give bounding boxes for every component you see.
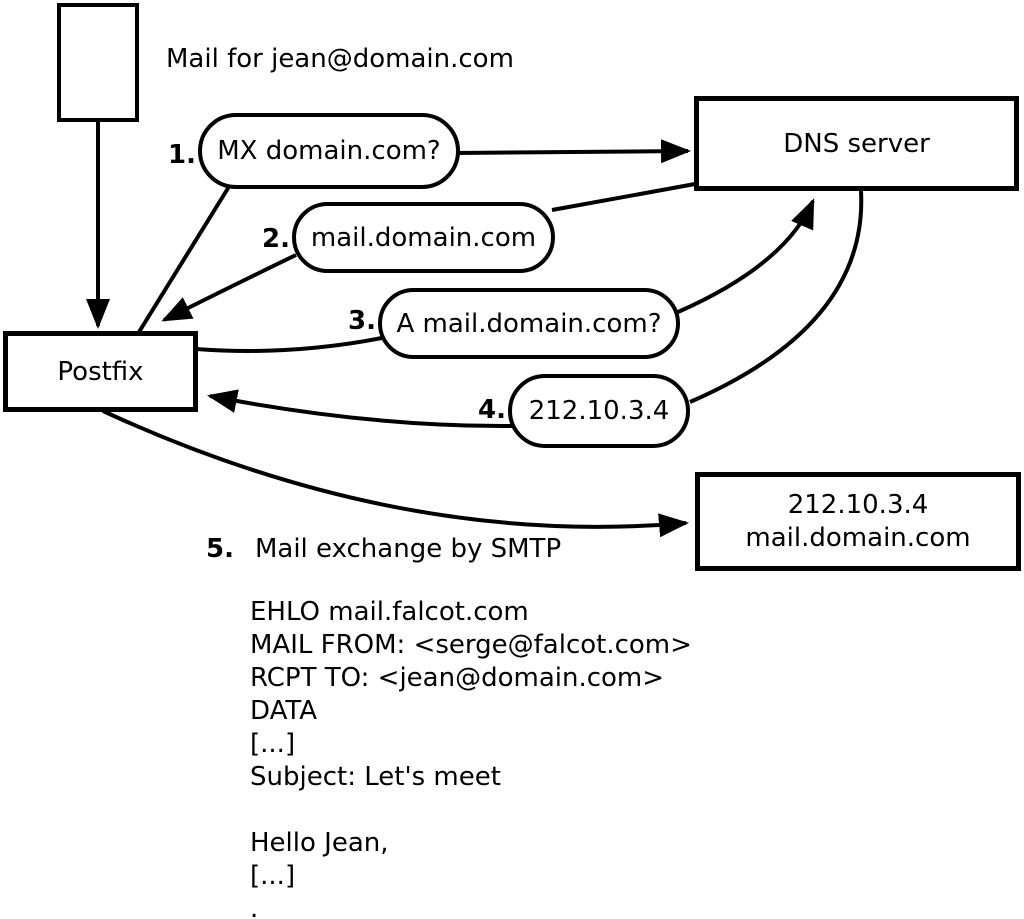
step-number-2: 2. — [262, 224, 290, 254]
smtp-line: Hello Jean, — [250, 828, 389, 858]
pill-query-mx: MX domain.com? — [198, 113, 460, 189]
pill-answer-mx: mail.domain.com — [292, 202, 555, 273]
pill-answer-a: 212.10.3.4 — [508, 374, 690, 448]
line-postfix-to-pill3 — [195, 336, 383, 353]
target-server-ip: 212.10.3.4 — [787, 489, 929, 520]
arrow-pill2-to-postfix — [161, 253, 297, 322]
smtp-session-text: EHLO mail.falcot.com MAIL FROM: <serge@f… — [250, 596, 692, 919]
smtp-line: EHLO mail.falcot.com — [250, 597, 529, 627]
dns-server-label: DNS server — [783, 128, 930, 159]
arrow-pill1-to-dns — [454, 139, 691, 164]
smtp-line: [...] — [250, 729, 296, 759]
line-dns-to-pill4 — [689, 190, 864, 404]
smtp-line: DATA — [250, 696, 317, 726]
pill-query-a: A mail.domain.com? — [378, 288, 680, 359]
smtp-line: [...] — [250, 861, 296, 891]
pill-answer-mx-label: mail.domain.com — [310, 222, 537, 253]
postfix-label: Postfix — [57, 356, 144, 387]
pill-query-a-label: A mail.domain.com? — [396, 308, 662, 339]
smtp-line: . — [250, 894, 259, 919]
target-server-hostname: mail.domain.com — [745, 522, 971, 553]
pill-query-mx-label: MX domain.com? — [217, 136, 441, 166]
step-number-4: 4. — [478, 395, 506, 425]
dns-server-box: DNS server — [694, 96, 1019, 191]
postfix-box: Postfix — [3, 331, 198, 412]
smtp-line: RCPT TO: <jean@domain.com> — [250, 663, 665, 693]
mail-note-label: Mail for jean@domain.com — [166, 44, 514, 74]
pill-answer-a-label: 212.10.3.4 — [528, 396, 670, 426]
arrow-postfix-to-target — [102, 409, 689, 538]
arrow-pill3-to-dns — [677, 198, 815, 314]
smtp-line: Subject: Let's meet — [250, 762, 501, 792]
line-dns-to-pill2 — [551, 182, 696, 212]
mail-message-icon — [57, 3, 139, 122]
arrow-pill4-to-postfix — [207, 389, 513, 429]
step-number-5: 5. — [206, 534, 234, 564]
line-postfix-to-pill1 — [137, 183, 232, 334]
step-smtp-exchange: 5. Mail exchange by SMTP — [206, 534, 561, 564]
smtp-line-blank — [250, 794, 692, 827]
step-number-1: 1. — [168, 140, 196, 170]
step-number-3: 3. — [348, 306, 376, 336]
target-server-box: 212.10.3.4 mail.domain.com — [695, 472, 1021, 571]
smtp-line: MAIL FROM: <serge@falcot.com> — [250, 630, 692, 660]
step-smtp-exchange-label: Mail exchange by SMTP — [254, 534, 562, 564]
